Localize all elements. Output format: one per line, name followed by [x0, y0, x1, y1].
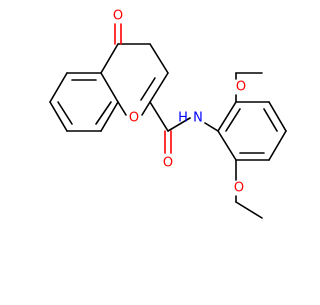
bond	[149, 101, 169, 132]
structure-diagram: O O O N H O O	[49, 9, 287, 219]
bond	[217, 101, 237, 132]
bond	[100, 43, 119, 74]
amide-nitrogen-label: N	[193, 111, 203, 126]
bond	[268, 130, 287, 161]
bond	[217, 130, 237, 161]
molecule-svg: O O O N H O O	[49, 9, 287, 219]
bond	[100, 72, 119, 103]
benzo-ring	[49, 72, 119, 132]
methoxy-bottom-oxygen-label: O	[234, 181, 244, 196]
methyl-bond	[235, 201, 263, 219]
bond	[149, 72, 169, 103]
bond	[149, 43, 169, 74]
bond-to-nitrogen	[167, 117, 191, 132]
bond	[49, 101, 68, 132]
methoxy-top-oxygen-label: O	[236, 80, 246, 95]
double-bond-inner	[140, 77, 156, 101]
ring-oxygen-label: O	[129, 111, 139, 126]
double-bond-inner	[263, 108, 278, 132]
bond-from-nitrogen	[204, 122, 219, 132]
dimethoxyphenyl-ring	[217, 72, 287, 219]
amide-oxygen-label: O	[163, 156, 173, 171]
bond-to-ring-oxygen	[117, 101, 127, 116]
double-bond-inner	[57, 101, 73, 125]
bond	[268, 101, 287, 132]
amide-group	[149, 101, 219, 154]
pyranone-ring	[100, 23, 169, 116]
double-bond-inner	[95, 101, 112, 125]
ketone-oxygen-label: O	[113, 9, 123, 24]
double-bond-inner	[225, 108, 241, 132]
bond-to-ring-oxygen	[141, 101, 151, 116]
bond	[100, 101, 119, 132]
bond	[49, 72, 68, 103]
amide-hydrogen-label: H	[178, 111, 188, 126]
